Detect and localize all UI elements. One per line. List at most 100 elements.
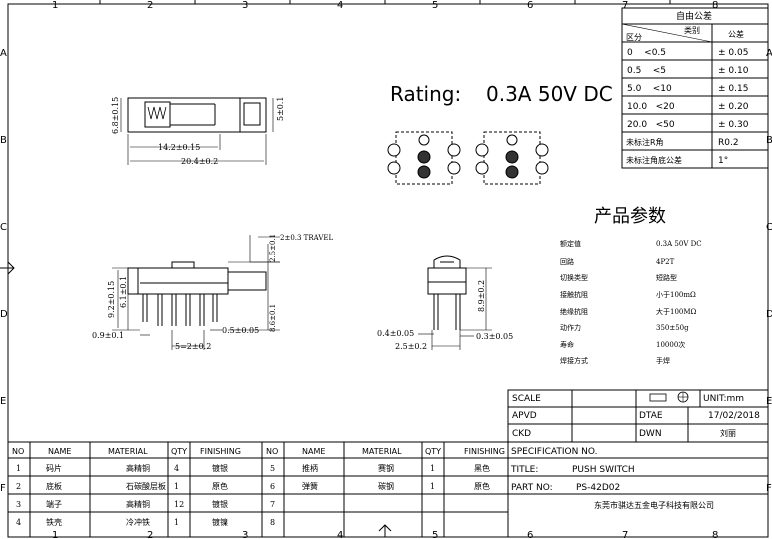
bom-header: NO [12, 447, 24, 456]
dim-top-height: 6.8±0.15 [111, 97, 120, 134]
part-value: PS-42D02 [576, 483, 620, 493]
front-view [112, 235, 280, 350]
bom-no: 7 [270, 500, 275, 509]
zone-letter: C [0, 222, 7, 233]
part-label: PART NO: [511, 483, 553, 493]
title-value: PUSH SWITCH [572, 465, 635, 475]
tol-title: 自由公差 [676, 10, 712, 22]
zone-letter: F [0, 483, 6, 494]
zone-number: 2 [147, 530, 153, 539]
title-block-text: SCALE UNIT:mm APVD DTAE 17/02/2018 CKD D… [512, 394, 760, 439]
apvd-label: APVD [512, 411, 537, 421]
front-view-dims: 2±0.3 TRAVEL 2.5±0.1 8.6±0.1 9.2±0.15 6.… [92, 234, 333, 351]
zone-number: 7 [622, 0, 628, 11]
param-value: 0.3A 50V DC [656, 240, 702, 248]
dim-pitch: 5=2±0.2 [175, 342, 211, 351]
param-key: 回路 [560, 257, 574, 266]
unit-label: UNIT:mm [703, 394, 744, 404]
bom-finishing: 镀银 [212, 499, 228, 509]
bom-name: 底板 [46, 481, 62, 491]
bom-material: 石碳酸层板 [126, 481, 166, 491]
dim-travel: 2±0.3 TRAVEL [280, 234, 333, 242]
param-value: 10000次 [656, 340, 685, 349]
zone-number: 5 [432, 0, 438, 11]
tol-range: 20.0 <50 [627, 120, 675, 130]
bom-name: 弹簧 [302, 481, 318, 491]
company-name: 东莞市骐达五金电子科技有限公司 [594, 500, 714, 510]
dwn-value: 刘丽 [720, 428, 736, 438]
product-params: 产品参数 额定值 0.3A 50V DC 回路 4P2T 切换类型 短路型 接触… [560, 206, 702, 365]
bom-no: 1 [16, 464, 21, 473]
bom-name: 推柄 [302, 463, 318, 473]
bom-grid [7, 441, 769, 538]
tolerance-table [621, 7, 769, 169]
tol-header-category: 类别 [684, 25, 700, 35]
zone-letter: A [766, 48, 772, 59]
dim-side-03: 0.3±0.05 [476, 332, 513, 341]
bom-finishing: 黑色 [474, 463, 490, 473]
zone-letter: D [0, 309, 8, 320]
top-view-dims: 6.8±0.15 14.2±0.15 20.4±0.2 5±0.1 [111, 96, 285, 166]
bom-header: FINISHING [200, 447, 241, 456]
bom-qty: 1 [430, 464, 435, 473]
zone-number: 4 [337, 0, 343, 11]
dim-pin-09: 0.9±0.1 [92, 331, 124, 340]
zone-number: 1 [52, 0, 58, 11]
bom-no: 3 [16, 500, 21, 509]
params-title: 产品参数 [594, 206, 666, 227]
param-value: 手焊 [656, 356, 670, 365]
zone-letter: A [0, 48, 7, 59]
zone-letter: F [766, 483, 772, 494]
zone-number: 4 [337, 530, 343, 539]
tolerance-table-text: 自由公差 类别 区分 公差 0 <0.5 ± 0.05 0.5 <5 ± 0.1… [626, 10, 749, 166]
dim-side-25: 2.5±0.2 [395, 342, 427, 351]
bom-qty: 1 [174, 482, 179, 491]
bom-name: 码片 [46, 463, 62, 473]
dim-h-25: 2.5±0.1 [269, 234, 277, 262]
tol-range: 未标注R角 [626, 137, 664, 147]
tol-value: ± 0.20 [718, 102, 749, 112]
rating: Rating: 0.3A 50V DC [390, 82, 613, 106]
bom-header: NAME [48, 447, 71, 456]
spec-text: SPECIFICATION NO. TITLE: PUSH SWITCH PAR… [510, 447, 714, 510]
dim-left-61: 6.1±0.1 [119, 276, 128, 308]
bom-header: MATERIAL [362, 447, 402, 456]
param-key: 接触抗阻 [560, 290, 588, 299]
bom-no: 4 [16, 518, 21, 527]
bom-material: 碳钢 [378, 481, 394, 491]
rating-label: Rating: [390, 82, 461, 106]
zone-number: 5 [432, 530, 438, 539]
bom-text: NO NAME MATERIAL QTY FINISHING NO NAME M… [12, 447, 505, 456]
param-key: 寿命 [560, 340, 574, 349]
zone-letter: E [766, 396, 772, 407]
tol-value: ± 0.15 [718, 84, 748, 94]
param-value: 短路型 [656, 273, 677, 282]
bom-material: 高精铜 [126, 463, 150, 473]
spec-label: SPECIFICATION NO. [511, 447, 597, 457]
dim-side-h: 8.9±0.2 [477, 280, 486, 312]
param-value: 小于100mΩ [656, 290, 696, 299]
zone-number: 1 [52, 530, 58, 539]
date-value: 17/02/2018 [708, 411, 760, 421]
tol-value: 1° [718, 156, 728, 166]
zone-number: 2 [147, 0, 153, 11]
dim-top-length: 20.4±0.2 [181, 157, 218, 166]
bom-material: 冷冲铁 [126, 517, 150, 527]
dim-top-slider: 5±0.1 [276, 96, 285, 121]
tol-range: 0 <0.5 [627, 48, 666, 58]
tol-value: R0.2 [718, 138, 739, 148]
ckd-label: CKD [512, 429, 531, 439]
bom-no: 2 [16, 482, 21, 491]
title-label: TITLE: [510, 465, 538, 475]
dwn-label: DWN [639, 429, 662, 439]
zone-number: 3 [242, 530, 248, 539]
tol-value: ± 0.30 [718, 120, 749, 130]
zone-number: 6 [527, 0, 533, 11]
date-label: DTAE [639, 411, 663, 421]
tol-range: 10.0 <20 [627, 102, 675, 112]
tol-range: 5.0 <10 [627, 84, 672, 94]
bom-no: 8 [270, 518, 275, 527]
bom-qty: 1 [430, 482, 435, 491]
